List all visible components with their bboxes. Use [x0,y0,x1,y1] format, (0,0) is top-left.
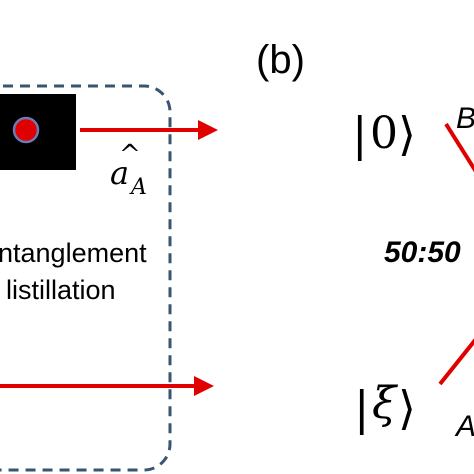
beamsplitter-ratio: 50:50 [384,236,461,269]
distillation-box [0,84,172,472]
box-label-line1: ntanglement [0,238,147,268]
ket-zero-right-bracket: ⟩ [398,107,416,161]
port-label-top: B [456,102,474,135]
mode-operator-label: a [110,154,129,192]
ket-xi-right-bracket: ⟩ [398,381,416,435]
detector-dot [12,116,40,144]
ket-zero-symbol: 0 [370,108,398,159]
mode-operator-subscript: A [129,175,147,200]
input-beam-bottom [438,338,474,386]
box-label-line2: listillation [6,275,116,305]
mode-hat: ^ [119,140,141,170]
input-beam-top [444,122,474,173]
ket-xi-symbol: ξ [372,378,399,429]
ket-zero-left-bar: | [352,107,368,161]
panel-label-b: (b) [256,38,305,82]
ket-xi-left-bar: | [354,381,370,435]
port-label-bottom: A [454,410,474,443]
